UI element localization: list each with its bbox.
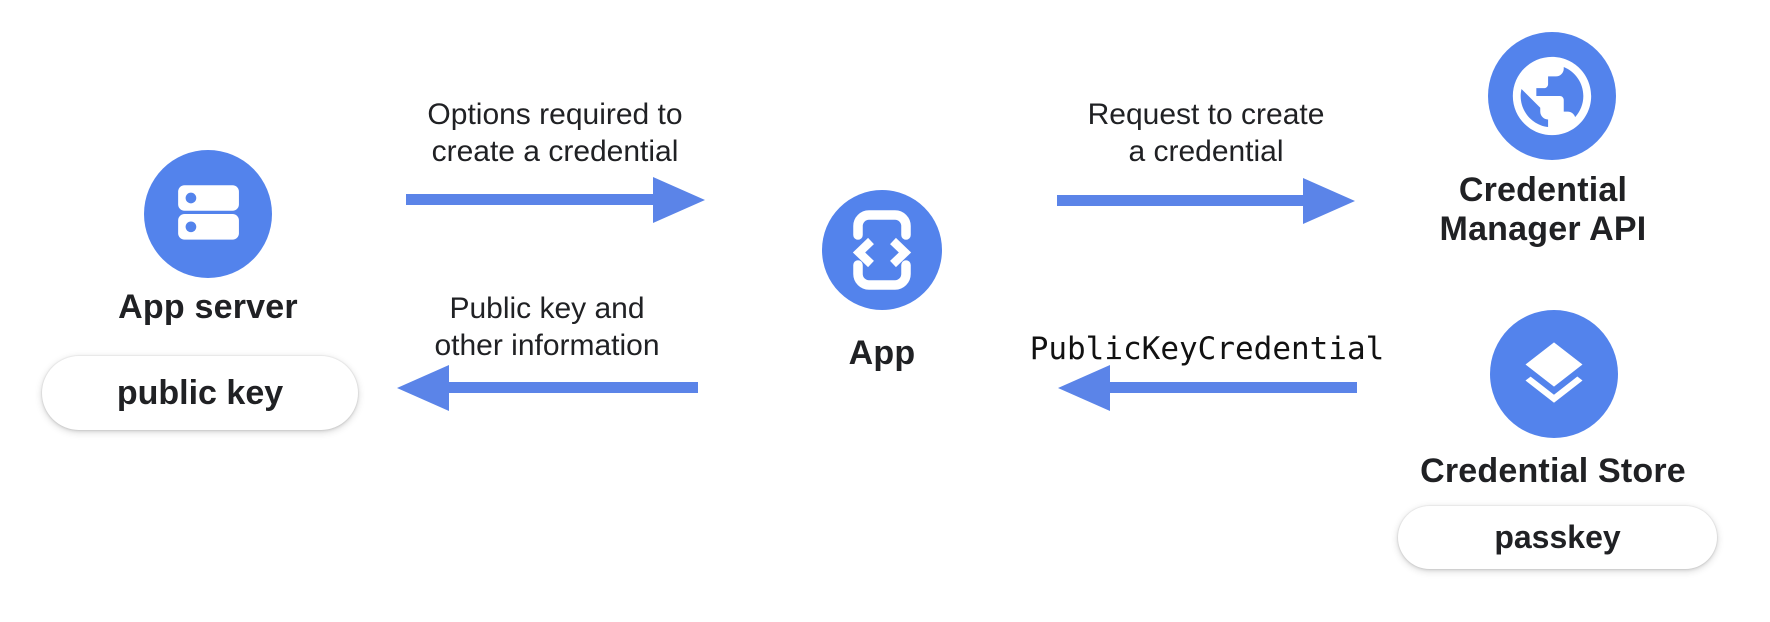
public-key-pill-label: public key	[116, 373, 284, 412]
options-arrow	[406, 177, 705, 223]
app-label: App	[848, 334, 916, 372]
public-key-pill: public key	[42, 356, 358, 430]
arrow-shaft	[1102, 382, 1357, 393]
passkey-pill: passkey	[1398, 506, 1717, 569]
public-key-info-label-line2: other information	[434, 329, 660, 362]
app-server-icon-circle	[144, 150, 272, 278]
arrow-shaft	[441, 382, 698, 393]
phone-code-icon	[852, 210, 912, 290]
credential-store-icon-circle	[1490, 310, 1618, 438]
public-key-info-arrow-label: Public key and other information	[347, 290, 747, 364]
request-arrow	[1057, 178, 1355, 224]
server-icon	[178, 185, 239, 240]
app-server-label: App server	[118, 288, 298, 326]
request-arrow-label-line1: Request to create	[1087, 98, 1325, 131]
options-arrow-label-line1: Options required to	[427, 98, 683, 131]
options-arrow-label: Options required to create a credential	[355, 96, 755, 170]
app-icon-circle	[822, 190, 942, 310]
credential-manager-label: Credential Manager API	[1393, 171, 1693, 249]
credential-manager-icon-circle	[1488, 32, 1616, 160]
options-arrow-label-line2: create a credential	[431, 135, 679, 168]
request-arrow-label: Request to create a credential	[1006, 96, 1406, 170]
globe-icon	[1512, 56, 1592, 136]
layers-icon	[1525, 342, 1583, 403]
arrow-right-head-icon	[1303, 178, 1355, 224]
passkey-pill-label: passkey	[1494, 519, 1621, 555]
arrow-left-head-icon	[397, 365, 449, 411]
publickeycredential-arrow	[1058, 365, 1357, 411]
credential-manager-label-line2: Manager API	[1439, 210, 1647, 248]
arrow-left-head-icon	[1058, 365, 1110, 411]
credential-manager-label-line1: Credential	[1458, 171, 1628, 209]
arrow-shaft	[1057, 195, 1311, 206]
publickeycredential-label: PublicKeyCredential	[1029, 331, 1385, 367]
request-arrow-label-line2: a credential	[1128, 135, 1284, 168]
public-key-info-label-line1: Public key and	[449, 292, 645, 325]
credential-store-label: Credential Store	[1420, 452, 1686, 490]
arrow-shaft	[406, 194, 661, 205]
arrow-right-head-icon	[653, 177, 705, 223]
public-key-info-arrow	[397, 365, 698, 411]
